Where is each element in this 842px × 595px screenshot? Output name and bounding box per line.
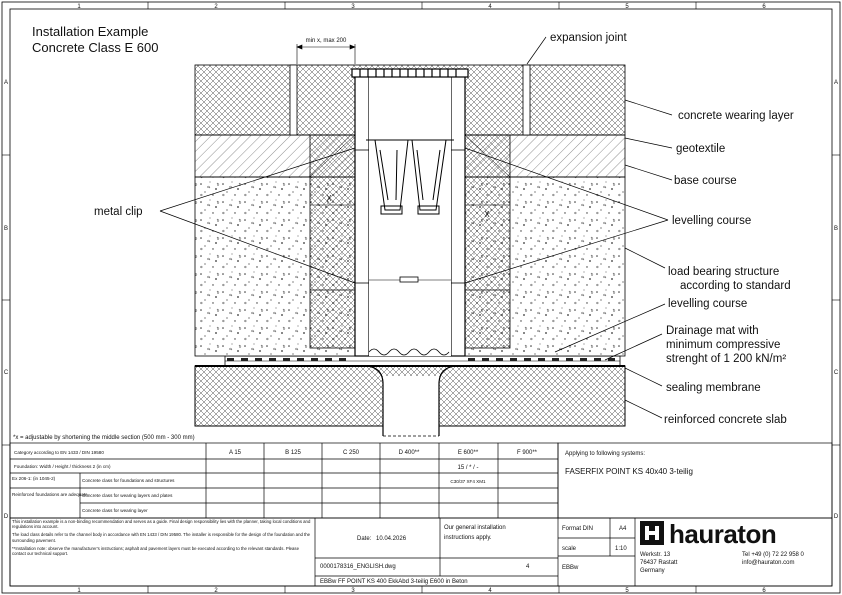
grid-col-6: 6	[762, 4, 766, 10]
systems-heading: Applying to following systems:	[565, 451, 645, 457]
grid-row-c-right: C	[834, 370, 839, 376]
dimension-top-label: min x, max 200	[306, 38, 347, 44]
grid-col-3-bottom: 3	[351, 588, 355, 594]
label-drainage-1: Drainage mat with	[666, 325, 759, 337]
grid-row-a: A	[4, 80, 8, 86]
title-line-1: Installation Example	[32, 24, 148, 39]
author: EBBw	[562, 565, 579, 571]
sheet-number: 4	[526, 564, 530, 570]
class-a15: A 15	[229, 450, 242, 456]
note-1: This installation example is a non-bindi…	[12, 519, 311, 530]
grid-col-1: 1	[77, 4, 81, 10]
company-city: 76437 Rastatt	[640, 560, 678, 566]
label-sealing-membrane: sealing membrane	[666, 382, 761, 394]
shaft-interior	[369, 75, 451, 356]
leader-lines	[159, 36, 673, 419]
concrete-row-1: Concrete class for foundations and struc…	[82, 478, 175, 483]
cross-section: min x, max 200 X X	[194, 38, 626, 437]
scale-label: scale	[562, 546, 577, 552]
company-email: info@hauraton.com	[742, 560, 794, 566]
class-e600: E 600**	[458, 450, 479, 456]
grid-col-2: 2	[214, 4, 218, 10]
note-3: **Installation note: observe the manufac…	[12, 545, 299, 557]
instructions-1: Our general installation	[444, 525, 506, 531]
shaft-surround-right	[464, 134, 511, 349]
label-expansion-joint: expansion joint	[550, 32, 628, 44]
company-name: hauraton	[669, 519, 776, 549]
label-levelling-course-1: levelling course	[672, 215, 751, 227]
company-street: Werkstr. 13	[640, 552, 671, 558]
footnote: *x = adjustable by shortening the middle…	[13, 435, 195, 441]
grid-col-5: 5	[625, 4, 629, 10]
format-label: Format DIN	[562, 526, 593, 532]
drainage-mat	[224, 355, 621, 367]
class-b125: B 125	[285, 450, 301, 456]
note-2: The load class details refer to the chan…	[12, 532, 311, 543]
grid-col-4-bottom: 4	[488, 588, 492, 594]
company-phone: Tel +49 (0) 72 22 958 0	[742, 552, 805, 558]
hauraton-logo: hauraton	[640, 519, 777, 549]
grid-col-6-bottom: 6	[762, 588, 766, 594]
dimension-x-left: X	[326, 194, 332, 203]
class-f900: F 900**	[517, 450, 538, 456]
label-drainage-2: minimum compressive	[666, 339, 780, 351]
shaft-wall-right	[450, 69, 466, 357]
foundation-e600: 15 / * / -	[457, 465, 478, 471]
grid-row-a-right: A	[834, 80, 838, 86]
grid-row-b-right: B	[834, 226, 838, 232]
grid-col-4: 4	[488, 4, 492, 10]
systems-name: FASERFIX POINT KS 40x40 3-teilig	[565, 467, 693, 476]
outlet-pipe-void	[383, 376, 439, 436]
expansion-joint-left	[289, 64, 298, 136]
grid-row-b: B	[4, 226, 8, 232]
label-reinforced-slab: reinforced concrete slab	[664, 414, 787, 426]
label-levelling-course-2: levelling course	[668, 298, 747, 310]
class-d400: D 400**	[399, 450, 420, 456]
grid-col-2-bottom: 2	[214, 588, 218, 594]
date-value: 10.04.2026	[376, 536, 407, 542]
grating	[351, 68, 469, 78]
grid-row-d-right: D	[834, 514, 839, 520]
grid-row-c: C	[4, 370, 9, 376]
label-base-course: base course	[674, 175, 737, 187]
scale-value: 1:10	[615, 546, 627, 552]
dimension-top	[296, 44, 356, 64]
label-load-bearing-1: load bearing structure	[668, 266, 779, 278]
dimension-x-right: X	[484, 210, 490, 219]
drawing-title: EBBw FF POINT KS 400 EkkAbd 3-teilig E60…	[320, 579, 468, 585]
grid-row-d: D	[4, 514, 9, 520]
concrete-value: C30/37 XF4 XM1	[450, 479, 486, 484]
foundation-label: Foundation: Width / Height / thickness 2…	[14, 464, 111, 469]
date-label: Date:	[357, 536, 372, 542]
concrete-label-1: Ex 206-1: (in 1045-2)	[12, 476, 56, 481]
class-c250: C 250	[343, 450, 360, 456]
label-load-bearing-2: according to standard	[680, 280, 791, 292]
expansion-joint-right	[522, 64, 531, 136]
company-country: Germany	[640, 568, 665, 574]
category-label: Category according to EN 1433 / DIN 1958…	[14, 450, 104, 455]
concrete-row-2: Concrete class for wearing layers and pl…	[82, 493, 173, 498]
concrete-row-3: Concrete class for wearing layer	[82, 508, 148, 513]
sediment-basket	[366, 139, 454, 215]
grid-col-3: 3	[351, 4, 355, 10]
outlet-transition	[368, 348, 450, 356]
grid-col-5-bottom: 5	[625, 588, 629, 594]
label-drainage-3: strenght of 1 200 kN/m²	[666, 353, 786, 365]
label-geotextile: geotextile	[676, 143, 725, 155]
file-name: 0000178316_ENGLISH.dwg	[320, 564, 396, 570]
shaft-wall-left	[354, 69, 370, 357]
grid-col-1-bottom: 1	[77, 588, 81, 594]
concrete-label-2: Reinforced foundations are adequate	[12, 492, 88, 497]
label-metal-clip: metal clip	[94, 206, 143, 218]
instructions-2: instructions apply.	[444, 535, 492, 541]
footer-grid	[9, 517, 833, 587]
label-concrete-wearing-layer: concrete wearing layer	[678, 110, 794, 122]
shaft-surround-left	[309, 134, 356, 349]
format-value: A4	[619, 526, 627, 532]
title-line-2: Concrete Class E 600	[32, 40, 158, 55]
